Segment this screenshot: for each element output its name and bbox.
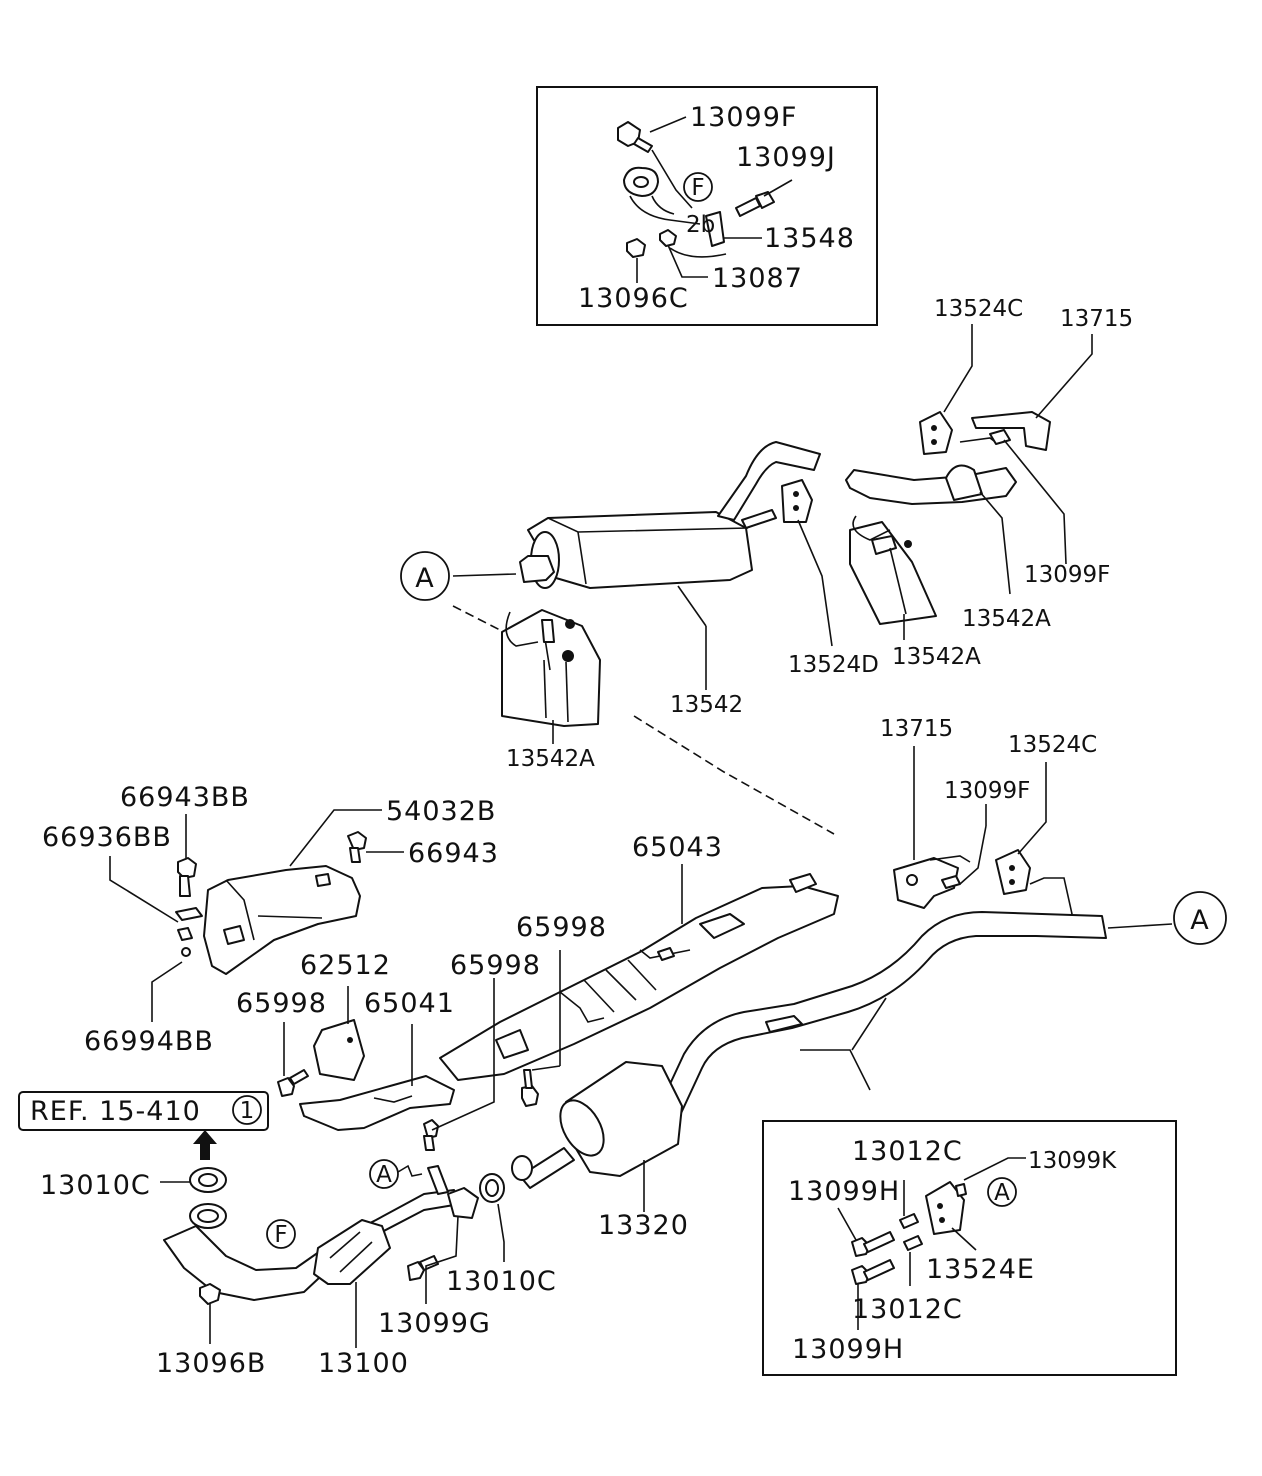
part-label: 65041 bbox=[364, 988, 455, 1019]
part-label: 13524C bbox=[1008, 732, 1097, 758]
connector-a-label: A bbox=[1190, 905, 1209, 936]
front-pipe bbox=[163, 1165, 479, 1301]
inset-top-frame bbox=[536, 86, 878, 326]
inset-top-hanger: F 2b 13099F 13099J 13548 13087 13096C bbox=[536, 86, 878, 326]
bolt-icon bbox=[423, 1119, 439, 1151]
part-label: 65998 bbox=[450, 950, 541, 981]
heat-shield bbox=[439, 873, 839, 1081]
rubber-ring-icon bbox=[623, 166, 701, 225]
ref-marker-circle bbox=[232, 1095, 262, 1125]
part-label: 66943 bbox=[408, 838, 499, 869]
part-label: 13010C bbox=[40, 1170, 151, 1201]
clip-icon bbox=[175, 907, 203, 921]
part-label: 13099H bbox=[788, 1176, 900, 1207]
nut-icon bbox=[199, 1283, 221, 1305]
bolt-icon bbox=[521, 1069, 539, 1107]
connector-a-circle bbox=[369, 1159, 399, 1189]
connector-a-label: A bbox=[376, 1162, 392, 1188]
ref-label: REF. 15-410 bbox=[30, 1096, 201, 1127]
rubber-mount-icon bbox=[995, 849, 1031, 895]
rubber-mount-icon bbox=[919, 411, 953, 455]
bracket-icon bbox=[669, 211, 727, 258]
connector-a-circle bbox=[987, 1177, 1017, 1207]
part-label: 66936BB bbox=[42, 822, 172, 853]
washer-icon bbox=[181, 947, 191, 957]
part-label: 13099F bbox=[944, 778, 1030, 804]
part-label: 66994BB bbox=[84, 1026, 214, 1057]
bolt-icon bbox=[177, 857, 197, 897]
part-label: 66943BB bbox=[120, 782, 250, 813]
connector-a-label: A bbox=[994, 1180, 1010, 1206]
heat-shield bbox=[849, 515, 937, 625]
bolt-icon bbox=[735, 191, 775, 217]
part-label: 62512 bbox=[300, 950, 391, 981]
nut-icon bbox=[177, 927, 193, 941]
part-label: 13524D bbox=[788, 652, 879, 678]
part-label: 13542A bbox=[506, 746, 595, 772]
rear-muffler-group: A bbox=[400, 296, 1133, 772]
rear-muffler bbox=[519, 441, 821, 589]
part-label: 13548 bbox=[764, 223, 855, 254]
arrow-up-icon bbox=[193, 1130, 217, 1160]
bracket-icon bbox=[313, 1019, 365, 1081]
part-label: 13542A bbox=[892, 644, 981, 670]
part-label: 65998 bbox=[236, 988, 327, 1019]
tail-pipe bbox=[845, 464, 1017, 505]
marker-f-label: F bbox=[274, 1222, 287, 1248]
bolt-icon bbox=[407, 1255, 439, 1281]
front-heat-shield-group: 66943BB 54032B 66936BB 66943 66994BB 650… bbox=[42, 716, 1227, 1151]
connector-a-label: A bbox=[415, 563, 434, 594]
bracket-icon bbox=[893, 855, 971, 909]
ref-box bbox=[18, 1091, 269, 1131]
part-label: 13715 bbox=[1060, 306, 1133, 332]
rubber-mount-icon bbox=[781, 479, 813, 523]
part-label: 65043 bbox=[632, 832, 723, 863]
inset-bottom-hanger: A 13012C 13099K 13099H 13524E 13012C 130… bbox=[762, 1120, 1177, 1376]
ref-marker-label: 1 bbox=[240, 1098, 255, 1124]
bolt-icon bbox=[617, 121, 653, 153]
bolt-icon bbox=[277, 1069, 309, 1097]
part-label: 13099K bbox=[1028, 1148, 1117, 1174]
part-label: 13099G bbox=[378, 1308, 491, 1339]
center-muffler bbox=[511, 1061, 683, 1189]
center-pipe-group: REF. 15-410 1 F A 13010C 13320 13010C 13… bbox=[18, 911, 1107, 1379]
marker-f-circle bbox=[683, 172, 713, 202]
part-label: 13012C bbox=[852, 1294, 963, 1325]
part-label: 13524E bbox=[926, 1254, 1035, 1285]
part-label: 13087 bbox=[712, 263, 803, 294]
dashed-link bbox=[633, 715, 835, 835]
part-label: 13715 bbox=[880, 716, 953, 742]
part-label: 13096B bbox=[156, 1348, 266, 1379]
heat-shield bbox=[501, 609, 601, 727]
part-mark-label: 2b bbox=[686, 212, 715, 238]
marker-f-circle bbox=[266, 1219, 296, 1249]
part-label: 13099H bbox=[792, 1334, 904, 1365]
inset-bottom-frame bbox=[762, 1120, 1177, 1376]
connector-a-circle bbox=[1173, 891, 1227, 945]
connector-a-circle bbox=[400, 551, 450, 601]
heat-shield bbox=[299, 1075, 455, 1131]
part-label: 13096C bbox=[578, 283, 689, 314]
part-label: 13100 bbox=[318, 1348, 409, 1379]
nut-icon bbox=[659, 229, 677, 247]
part-label: 13542 bbox=[670, 692, 743, 718]
part-label: 54032B bbox=[386, 796, 496, 827]
part-label: 13320 bbox=[598, 1210, 689, 1241]
part-label: 13542A bbox=[962, 606, 1051, 632]
part-label: 13524C bbox=[934, 296, 1023, 322]
part-label: 65998 bbox=[516, 912, 607, 943]
part-label: 13012C bbox=[852, 1136, 963, 1167]
marker-f-label: F bbox=[691, 175, 704, 201]
part-label: 13099F bbox=[1024, 562, 1110, 588]
spacer-icon bbox=[903, 1235, 923, 1251]
spacer-icon bbox=[899, 1213, 919, 1229]
part-label: 13099J bbox=[736, 142, 836, 173]
bolt-icon bbox=[347, 831, 367, 863]
nut-icon bbox=[626, 238, 646, 258]
part-label: 13099F bbox=[690, 102, 797, 133]
part-label: 13010C bbox=[446, 1266, 557, 1297]
heat-shield bbox=[203, 865, 361, 975]
rubber-mount-icon bbox=[925, 1181, 967, 1235]
